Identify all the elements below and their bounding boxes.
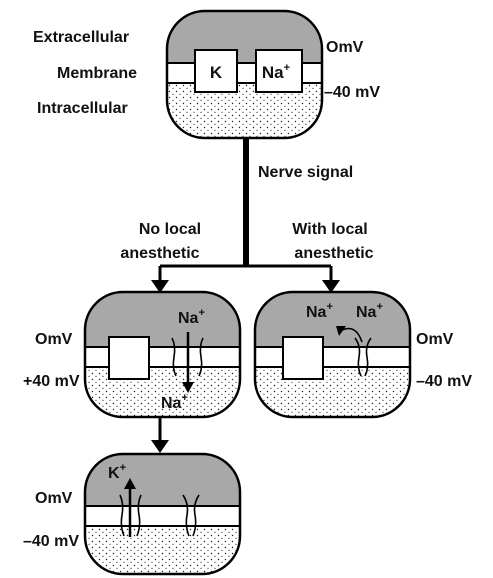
branch-left-arrowhead [151,280,169,293]
no-anesthetic-voltage-inside: +40 mV [23,373,80,390]
extracellular-label: Extracellular [33,29,129,46]
cell-outline [83,452,242,576]
sodium-channel-label: Na+ [262,62,290,82]
no-anesthetic-label-line1: No local [139,221,201,238]
membrane-label: Membrane [57,65,137,82]
repolarized-voltage-inside: –40 mV [23,533,79,550]
down-arrowhead [151,440,169,453]
potassium-channel [194,49,238,93]
potassium-channel-label: K [210,63,223,82]
with-anesthetic-voltage-inside: –40 mV [416,373,472,390]
branch-right-arrowhead [322,280,340,293]
top-voltage-inside: –40 mV [324,84,380,101]
potassium-label: K+ [108,462,126,482]
intracellular-label: Intracellular [37,100,128,117]
membrane-band [85,506,240,526]
with-anesthetic-label-line2: anesthetic [294,245,373,262]
intracellular-region [255,367,410,417]
no-anesthetic-label-line2: anesthetic [120,245,199,262]
sodium-channel [255,49,303,93]
cell-repolarized: K+ [83,452,242,576]
potassium-channel [282,336,324,380]
sodium-influx-arrowhead [182,382,194,393]
cell-with-anesthetic: Na+ Na+ [253,290,412,419]
potassium-efflux-arrowhead [124,478,136,489]
open-potassium-channel [119,494,142,537]
potassium-channel [108,336,150,380]
sodium-deflect-arrowhead [336,326,346,336]
cell-no-anesthetic: Na+ Na+ [83,290,242,419]
sodium-right-label: Na+ [356,301,383,321]
membrane-band [255,347,410,367]
sodium-deflect-arrow [341,327,363,343]
repolarized-voltage-outside: OmV [35,490,73,507]
with-anesthetic-label-line1: With local [292,221,367,238]
extracellular-region [255,292,410,347]
nerve-signal-label: Nerve signal [258,164,353,181]
cell-resting: K Na+ [165,9,324,140]
blocked-sodium-channel [354,337,372,377]
closed-sodium-channel [182,494,200,537]
extracellular-region [85,454,240,506]
cell-outline [83,290,242,419]
intracellular-region [85,526,240,574]
open-sodium-channel [171,337,204,377]
cell-outline [253,290,412,419]
with-anesthetic-voltage-outside: OmV [416,331,454,348]
sodium-outside-label: Na+ [178,307,205,327]
no-anesthetic-voltage-outside: OmV [35,331,73,348]
sodium-inside-label: Na+ [161,392,188,412]
sodium-left-label: Na+ [306,301,333,321]
top-voltage-outside: OmV [326,39,364,56]
